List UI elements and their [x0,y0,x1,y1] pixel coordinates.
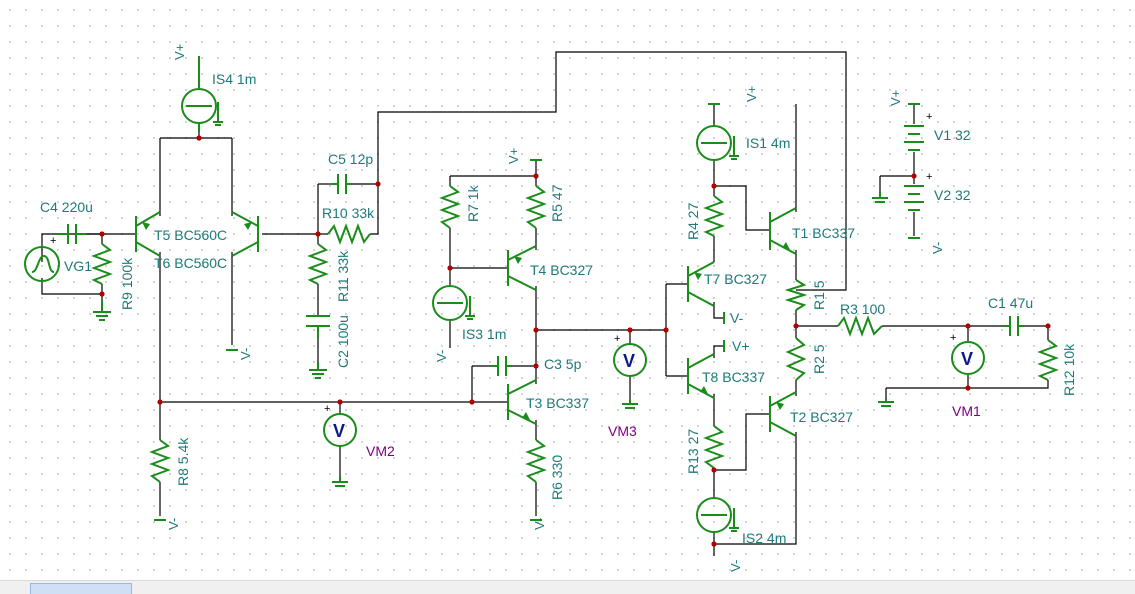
r2-label: R2 5 [811,344,827,374]
c2-label: C2 100u [335,315,351,368]
is2-label: IS2 4m [742,530,786,546]
capacitor-c5[interactable]: C5 12p [328,151,373,194]
battery-v2[interactable]: + V2 32 V- [872,171,971,254]
r3-label: R3 100 [840,301,885,317]
t2-label: T2 BC327 [790,409,853,425]
vminus-label: V- [728,560,743,572]
vm1-plus: + [950,332,956,344]
resistor-r3[interactable]: R3 100 [837,301,885,337]
c4-label: C4 220u [40,199,93,215]
t8-label: T8 BC337 [702,369,765,385]
r10-label: R10 33k [322,205,375,221]
capacitor-c1[interactable]: C1 47u [988,295,1033,336]
circuit-schematic[interactable]: V+ IS4 1m + VG1 C4 220u R9 100k T5 BC560… [0,0,1135,580]
resistor-r13[interactable]: R13 27 [685,425,725,474]
resistor-r9[interactable]: R9 100k [91,243,135,321]
r9-label: R9 100k [119,257,135,310]
r7-label: R7 1k [465,184,481,222]
current-source-is3[interactable]: IS3 1m V- [432,285,506,362]
vplus-label: V+ [172,44,187,60]
vm2-plus: + [324,403,330,415]
resistor-r12[interactable]: R12 10k [1037,339,1077,396]
vminus-label: V- [238,348,253,360]
transistor-t6[interactable]: T6 BC560C [154,211,259,271]
t7-label: T7 BC327 [704,271,767,287]
t6-label: T6 BC560C [154,255,227,271]
vminus-label: V- [434,350,449,362]
vm2-label: VM2 [366,443,395,459]
vm1-label: VM1 [952,403,981,419]
is4-label: IS4 1m [212,71,256,87]
resistor-r10[interactable]: R10 33k [322,205,375,245]
transistor-t8[interactable]: T8 BC337 V+ [687,338,765,399]
t3-label: T3 BC337 [526,395,589,411]
sheet-tab[interactable] [30,583,132,594]
vplus-label: V+ [888,90,903,106]
v2-label: V2 32 [934,187,971,203]
generator-vg1[interactable]: + VG1 [24,235,92,282]
capacitor-c2[interactable]: C2 100u [306,315,351,379]
vm1-v-symbol: V [961,349,973,369]
vminus-label: V- [166,518,181,530]
vm3-plus: + [614,333,620,345]
transistor-t7[interactable]: T7 BC327 V- [687,261,767,326]
current-source-is1[interactable]: V+ IS1 4m [696,86,790,161]
transistor-t5[interactable]: T5 BC560C [135,211,227,257]
resistor-r6[interactable]: R6 330 V- [525,439,565,530]
current-source-is2[interactable]: IS2 4m V- [696,497,786,572]
r4-label: R4 27 [685,202,701,240]
r12-label: R12 10k [1061,343,1077,396]
resistor-r11[interactable]: R11 33k [307,243,351,302]
junction-dots [99,135,1051,547]
capacitor-c3[interactable]: C3 5p [492,356,582,376]
vplus-label: V+ [744,86,759,102]
vm2-v-symbol: V [333,421,345,441]
voltmeter-vm2[interactable]: V + VM2 [323,403,395,487]
vplus-label: V+ [506,148,521,164]
transistor-t3[interactable]: T3 BC337 [507,379,589,425]
is1-label: IS1 4m [746,135,790,151]
t5-label: T5 BC560C [154,227,227,243]
v1-label: V1 32 [934,127,971,143]
resistor-r8[interactable]: R8 5.4k V- [149,437,191,530]
resistor-r4[interactable]: R4 27 [685,195,725,240]
transistor-t4[interactable]: T4 BC327 [507,245,593,291]
c5-label: C5 12p [328,151,373,167]
vm3-v-symbol: V [623,351,635,371]
transistor-t2[interactable]: T2 BC327 [769,391,853,437]
t4-label: T4 BC327 [530,262,593,278]
resistor-r1[interactable]: R1 5 [784,279,827,311]
is3-label: IS3 1m [462,326,506,342]
resistor-r7[interactable]: R7 1k [439,184,481,229]
r8-label: R8 5.4k [175,437,191,486]
r5-label: R5 47 [549,184,565,222]
c3-label: C3 5p [544,356,582,372]
status-bar [0,580,1135,594]
voltmeter-vm3[interactable]: V + VM3 [608,333,647,439]
voltmeter-vm1[interactable]: V + VM1 [878,332,985,419]
schematic-canvas[interactable] [0,0,1135,580]
r1-label: R1 5 [811,280,827,310]
c1-label: C1 47u [988,295,1033,311]
resistor-r5[interactable]: R5 47 V+ [506,148,565,229]
transistor-t1[interactable]: T1 BC337 [769,207,855,255]
capacitor-c4[interactable]: C4 220u [40,199,93,244]
t1-label: T1 BC337 [792,225,855,241]
vg1-plus: + [50,235,56,247]
v1-plus: + [926,111,932,123]
wires [41,51,1049,556]
vminus-label: V- [930,242,945,254]
r13-label: R13 27 [685,429,701,474]
vg1-label: VG1 [64,258,92,274]
current-source-is4[interactable]: V+ IS4 1m [172,44,256,132]
vm3-label: VM3 [608,423,637,439]
battery-v1[interactable]: V+ + V1 32 [888,90,971,151]
r11-label: R11 33k [335,250,351,302]
r6-label: R6 330 [549,455,565,500]
t8-vplus: V+ [732,338,750,354]
t7-vminus: V- [730,310,744,326]
resistor-r2[interactable]: R2 5 [785,337,827,381]
v2-plus: + [926,171,932,183]
